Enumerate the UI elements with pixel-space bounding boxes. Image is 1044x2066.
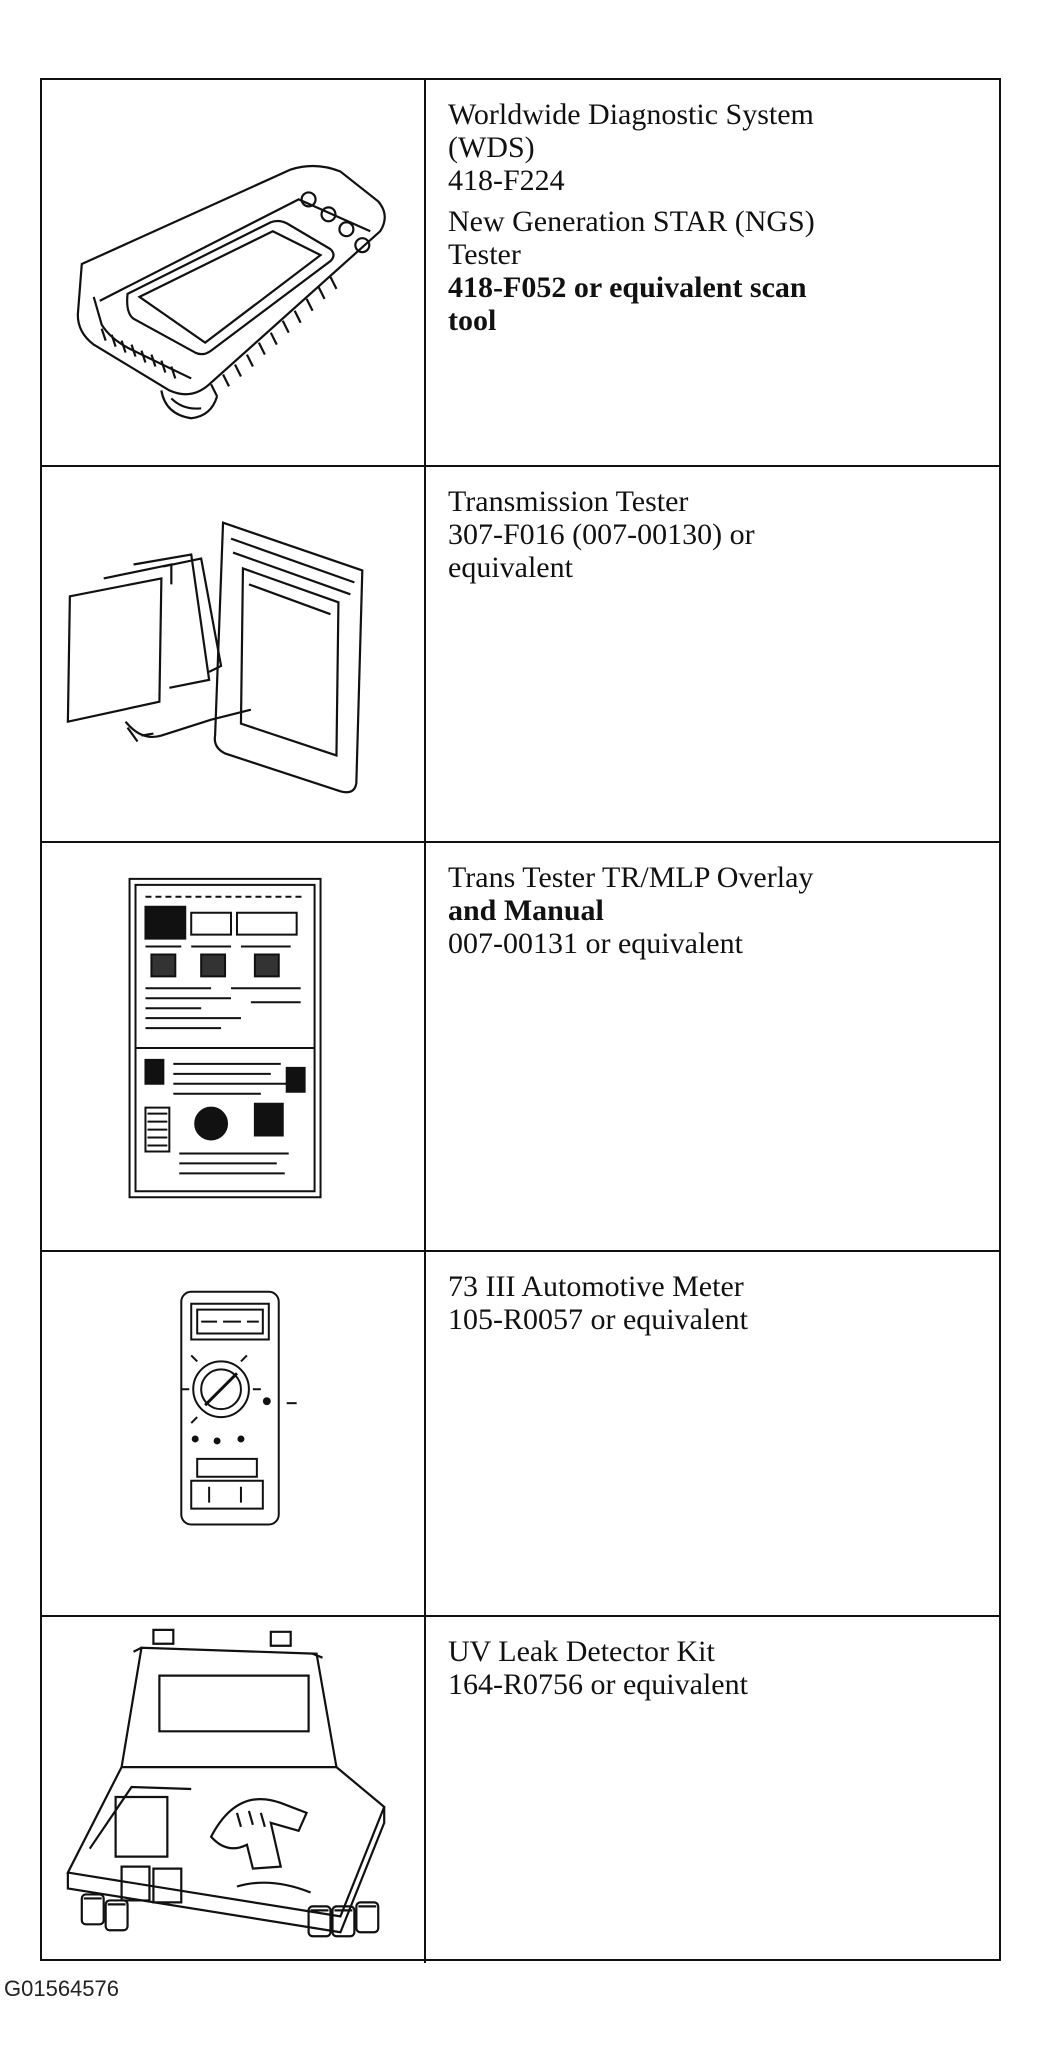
tool-description: Transmission Tester 307-F016 (007-00130)… xyxy=(426,467,999,841)
description-line: (WDS) xyxy=(448,131,535,164)
figure-caption: G01564576 xyxy=(4,1976,119,2001)
overlay-manual-icon xyxy=(42,843,424,1250)
tool-description: 73 III Automotive Meter 105-R0057 or equ… xyxy=(426,1252,999,1615)
tool-table: Worldwide Diagnostic System (WDS) 418-F2… xyxy=(40,78,1001,1963)
description-line: 418-F052 or equivalent scan xyxy=(448,271,807,304)
description-line: 73 III Automotive Meter xyxy=(448,1270,744,1303)
description-line: and Manual xyxy=(448,894,604,927)
tool-description: Trans Tester TR/MLP Overlay and Manual 0… xyxy=(426,843,999,1250)
description-line: Worldwide Diagnostic System xyxy=(448,98,814,131)
image-cell xyxy=(42,1252,426,1615)
description-line: Transmission Tester xyxy=(448,485,689,518)
leak-detector-kit-icon xyxy=(42,1617,424,1963)
tool-description: UV Leak Detector Kit 164-R0756 or equiva… xyxy=(426,1617,999,1963)
table-row: Worldwide Diagnostic System (WDS) 418-F2… xyxy=(42,80,999,467)
image-cell xyxy=(42,843,426,1250)
tool-description: Worldwide Diagnostic System (WDS) 418-F2… xyxy=(426,80,999,465)
transmission-tester-icon xyxy=(42,467,424,841)
description-line: Tester xyxy=(448,238,521,271)
table-row: Trans Tester TR/MLP Overlay and Manual 0… xyxy=(42,843,999,1252)
table-row: Transmission Tester 307-F016 (007-00130)… xyxy=(42,467,999,843)
description-line: 418-F224 xyxy=(448,164,565,197)
description-line: 307-F016 (007-00130) or xyxy=(448,518,755,551)
description-line: New Generation STAR (NGS) xyxy=(448,205,815,238)
image-cell xyxy=(42,1617,426,1963)
table-row: 73 III Automotive Meter 105-R0057 or equ… xyxy=(42,1252,999,1617)
description-line: 105-R0057 or equivalent xyxy=(448,1303,748,1336)
description-line: 007-00131 or equivalent xyxy=(448,927,743,960)
scan-tool-icon xyxy=(42,80,424,465)
description-line: tool xyxy=(448,304,497,337)
multimeter-icon xyxy=(42,1252,424,1615)
image-cell xyxy=(42,80,426,465)
description-line: Trans Tester TR/MLP Overlay xyxy=(448,861,814,894)
table-row: UV Leak Detector Kit 164-R0756 or equiva… xyxy=(42,1617,999,1963)
description-line: UV Leak Detector Kit xyxy=(448,1635,715,1668)
description-line: 164-R0756 or equivalent xyxy=(448,1668,748,1701)
description-line: equivalent xyxy=(448,551,573,584)
image-cell xyxy=(42,467,426,841)
